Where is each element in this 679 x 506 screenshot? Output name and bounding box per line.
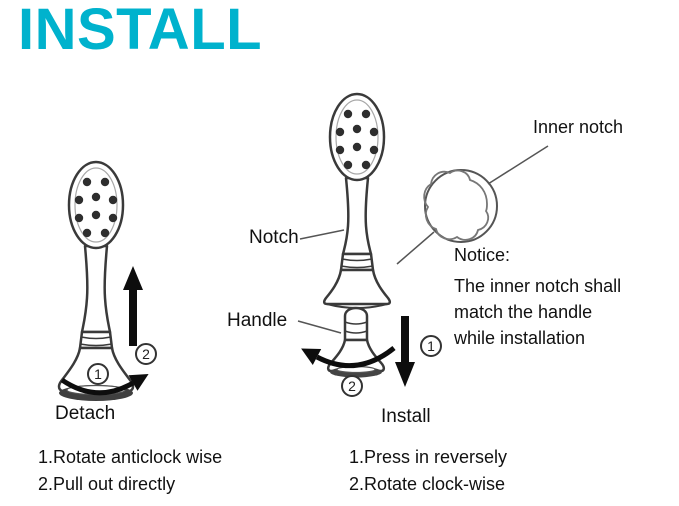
magnifier-leader-line <box>396 231 435 265</box>
install-toothbrush-illustration <box>322 92 392 309</box>
install-instructions: 1.Press in reversely 2.Rotate clock-wise <box>349 444 507 498</box>
install-caption: Install <box>381 406 431 427</box>
rotate-anticlockwise-arrow-icon <box>60 374 149 396</box>
detach-instructions: 1.Rotate anticlock wise 2.Pull out direc… <box>38 444 222 498</box>
page-title: INSTALL <box>18 0 263 62</box>
handle-label: Handle <box>227 310 288 331</box>
install-step-text: 2.Rotate clock-wise <box>349 474 506 494</box>
handle-leader-line <box>297 320 342 334</box>
notch-leader-line <box>299 229 345 240</box>
inner-notch-leader-line <box>487 145 549 185</box>
bristle-holes <box>335 109 379 170</box>
install-step1-marker: 1 <box>420 335 442 357</box>
notice-text: The inner notch shall match the handle w… <box>454 273 621 351</box>
inner-notch-diagram <box>423 169 498 243</box>
detach-step-text: 1.Rotate anticlock wise <box>38 447 223 467</box>
notch-label: Notch <box>249 227 299 248</box>
install-step2-marker: 2 <box>341 375 363 397</box>
bristle-holes <box>74 177 118 238</box>
notice-line: The inner notch shall <box>454 276 622 296</box>
detach-step1-marker: 1 <box>87 363 109 385</box>
press-down-arrow-icon <box>395 316 415 387</box>
pull-up-arrow-icon <box>123 266 143 346</box>
notice-line: while installation <box>454 328 586 348</box>
install-step-text: 1.Press in reversely <box>349 447 508 467</box>
rotate-clockwise-arrow-icon <box>301 346 396 369</box>
detach-step2-marker: 2 <box>135 343 157 365</box>
notice-line: match the handle <box>454 302 593 322</box>
detach-caption: Detach <box>55 403 116 424</box>
detach-step-text: 2.Pull out directly <box>38 474 176 494</box>
inner-notch-label: Inner notch <box>533 117 624 137</box>
notice-heading: Notice: <box>454 245 511 265</box>
